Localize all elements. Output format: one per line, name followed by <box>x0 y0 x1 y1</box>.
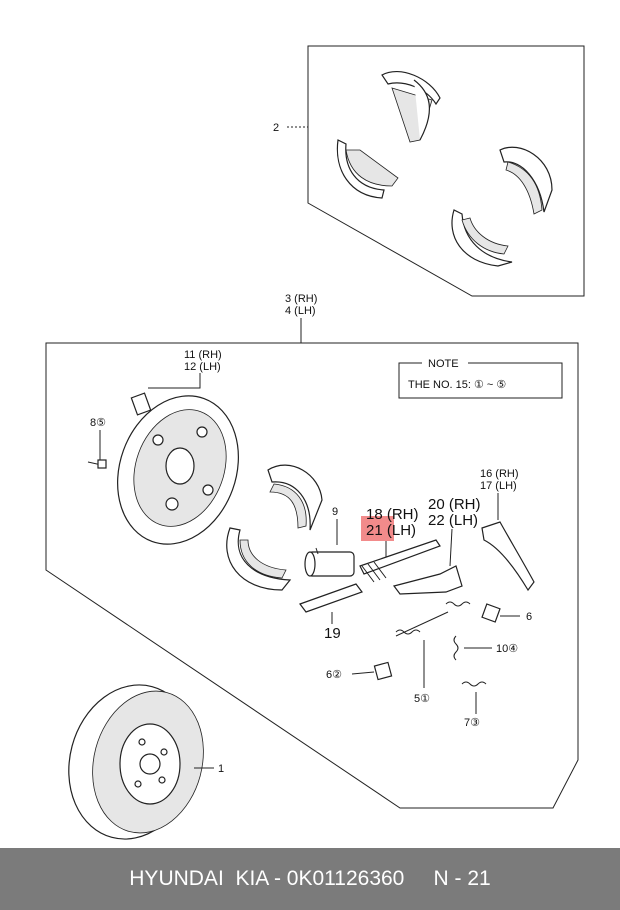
hold-down-spring-icon <box>453 635 459 661</box>
note-box: NOTE THE NO. 15: ① ~ ⑤ <box>398 357 563 399</box>
leader-11-12 <box>148 373 201 389</box>
clip-icon <box>373 661 393 681</box>
highlight-marker <box>361 516 394 541</box>
lever-icon <box>392 565 463 595</box>
label-12-lh: 12 (LH) <box>184 361 221 373</box>
label-4-lh: 4 (LH) <box>285 305 316 317</box>
brake-shoe-icon <box>336 139 399 199</box>
leader-6b <box>351 671 375 675</box>
brake-assembly-frame <box>45 342 579 809</box>
label-9: 9 <box>332 506 338 518</box>
brake-shoe-icon <box>499 146 553 215</box>
label-3-rh: 3 (RH) <box>285 293 317 305</box>
label-5: 5① <box>414 693 430 705</box>
backing-plate-icon <box>117 395 239 545</box>
brake-shoe-icon <box>451 209 513 267</box>
label-20-rh: 20 (RH) <box>428 496 481 513</box>
note-title: NOTE <box>428 358 459 370</box>
label-19: 19 <box>324 625 341 642</box>
label-2: 2 <box>273 122 279 134</box>
plug-icon <box>130 392 152 416</box>
adjuster-spring-icon <box>461 681 487 687</box>
label-21-lh: 21 (LH) <box>366 522 416 539</box>
leader-20-22 <box>449 528 453 567</box>
label-16-rh: 16 (RH) <box>480 468 519 480</box>
label-6b: 6② <box>326 669 342 681</box>
return-spring-icon <box>395 601 471 637</box>
brake-shoe-set-frame <box>307 45 585 297</box>
label-7: 7③ <box>464 717 480 729</box>
label-1: 1 <box>218 763 224 775</box>
label-17-lh: 17 (LH) <box>480 480 517 492</box>
label-11-rh: 11 (RH) <box>184 349 222 361</box>
label-8: 8⑤ <box>90 417 106 429</box>
clip-icon <box>481 603 501 623</box>
note-text: THE NO. 15: ① ~ ⑤ <box>408 379 506 391</box>
adjuster-strut-icon <box>299 539 441 613</box>
exploded-parts-diagram: 2 3 (RH) 4 (LH) NOTE THE NO. 15: ① ~ ⑤ 1… <box>45 45 585 840</box>
brake-shoe-icon <box>381 70 441 143</box>
part-number-footer: HYUNDAI KIA - 0K01126360 N - 21 <box>0 848 620 910</box>
label-6a: 6 <box>526 611 532 623</box>
brake-drum-icon <box>68 684 204 840</box>
label-18-rh: 18 (RH) <box>366 506 419 523</box>
brake-shoe-icon <box>267 464 323 531</box>
parking-lever-icon <box>481 521 535 592</box>
label-22-lh: 22 (LH) <box>428 512 478 529</box>
wheel-cylinder-icon <box>304 547 355 577</box>
bolt-icon <box>87 459 107 469</box>
brake-shoe-icon <box>226 527 292 591</box>
label-10: 10④ <box>496 643 518 655</box>
